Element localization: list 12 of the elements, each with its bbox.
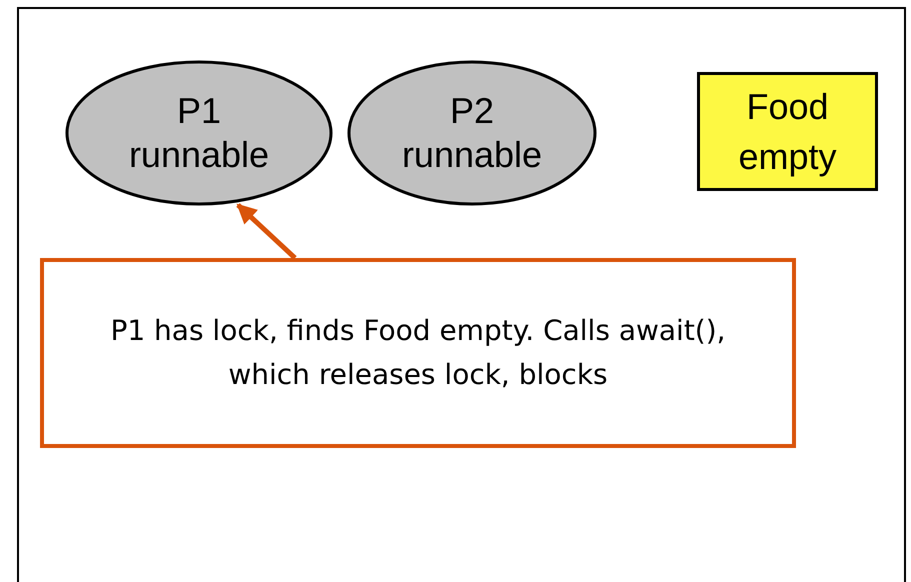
process-ellipse (347, 60, 597, 206)
callout-box (40, 258, 796, 448)
node-label: P2 (450, 89, 494, 133)
process-ellipse (65, 60, 333, 206)
state-box (697, 72, 878, 191)
node-label: P1 (176, 89, 222, 133)
node-label: runnable (128, 133, 270, 177)
arrow (236, 203, 297, 260)
node-label: Food (746, 84, 829, 128)
node-label: runnable (402, 133, 542, 177)
node-label: empty (738, 134, 837, 178)
callout-text: P1 has lock, finds Food empty. Calls await(), which releases lock, blocks (109, 313, 727, 393)
